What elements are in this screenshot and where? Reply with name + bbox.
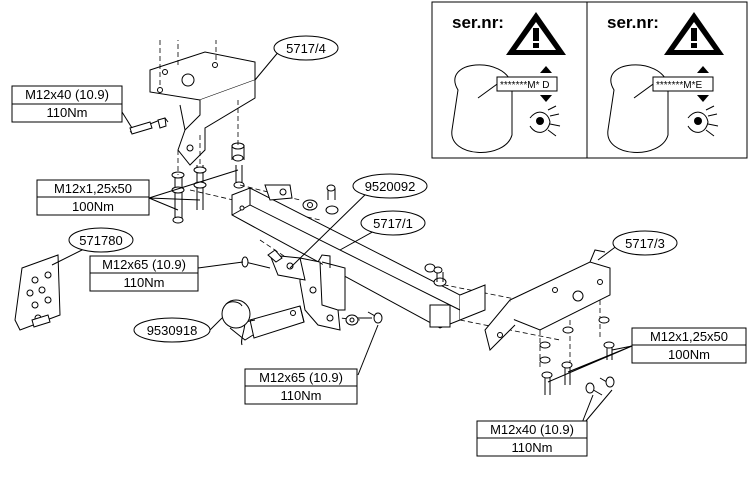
towball [221, 299, 305, 346]
right-bolts [539, 316, 615, 396]
part-number-text: 5717/3 [625, 236, 665, 251]
bolt-torque-text: 100Nm [668, 347, 710, 362]
bolt-spec-right-mid: M12x1,25x50 100Nm [631, 327, 747, 364]
serial-plate-text: *******M*E [656, 80, 702, 91]
part-number-text: 9520092 [365, 179, 416, 194]
bolt-torque-text: 110Nm [512, 440, 553, 455]
bolt-spec-center-bottom: M12x65 (10.9) 110Nm [244, 368, 358, 405]
part-callout-5717-3: 5717/3 [612, 230, 678, 256]
serial-plate-text: *******M* D [500, 80, 549, 91]
part-callout-571780: 571780 [68, 227, 134, 253]
part-number-text: 571780 [79, 233, 122, 248]
indicator-arrow-icon [540, 66, 552, 73]
warning-panel-e: ser.nr: *******M*E [586, 1, 748, 159]
bolt-spec-bottom-right: M12x40 (10.9) 110Nm [476, 420, 588, 457]
indicator-arrow-icon [540, 95, 552, 102]
indicator-arrow-icon [697, 66, 709, 73]
part-callout-9520092: 9520092 [352, 173, 428, 199]
bolt-torque-text: 110Nm [47, 105, 88, 120]
bolt-spec-center-left: M12x65 (10.9) 110Nm [89, 255, 199, 292]
eye-icon [529, 105, 561, 137]
bolt-spec-left-mid: M12x1,25x50 100Nm [36, 179, 150, 216]
left-bolts [171, 165, 245, 224]
warning-triangle-icon [506, 12, 566, 55]
bolt-size-text: M12x40 (10.9) [25, 87, 109, 102]
bolt-torque-text: 110Nm [281, 388, 322, 403]
part-callout-5717-4: 5717/4 [273, 35, 339, 61]
serial-plate [496, 76, 558, 92]
plate-outline [607, 64, 669, 153]
part-callout-9530918: 9530918 [133, 317, 211, 343]
bolt-size-text: M12x40 (10.9) [490, 422, 574, 437]
bolt-size-text: M12x1,25x50 [54, 181, 132, 196]
electric-socket-kit [14, 254, 61, 331]
eye-icon [687, 105, 719, 137]
warning-triangle-icon [664, 12, 724, 55]
part-number-text: 9530918 [147, 323, 198, 338]
right-mounting-bracket [484, 249, 611, 351]
bolt-torque-text: 100Nm [72, 199, 114, 214]
left-mounting-bracket [129, 51, 256, 166]
bolt-spec-top-left: M12x40 (10.9) 110Nm [11, 85, 123, 123]
bolt-size-text: M12x1,25x50 [650, 329, 728, 344]
serial-number-heading: ser.nr: [607, 13, 659, 32]
crossbar-nuts [302, 184, 447, 287]
crossbar [231, 184, 486, 329]
part-number-text: 5717/1 [373, 216, 413, 231]
part-callout-5717-1: 5717/1 [360, 210, 426, 236]
warning-panel-d: ser.nr: *******M* D [431, 1, 588, 159]
indicator-arrow-icon [697, 95, 709, 102]
serial-plate [652, 76, 714, 92]
serial-number-heading: ser.nr: [452, 13, 504, 32]
bolt-size-text: M12x65 (10.9) [102, 257, 186, 272]
part-number-text: 5717/4 [286, 41, 326, 56]
towball-mount-bracket [269, 254, 346, 331]
bolt-torque-text: 110Nm [124, 275, 165, 290]
bolt-size-text: M12x65 (10.9) [259, 370, 343, 385]
plate-outline [451, 64, 513, 153]
